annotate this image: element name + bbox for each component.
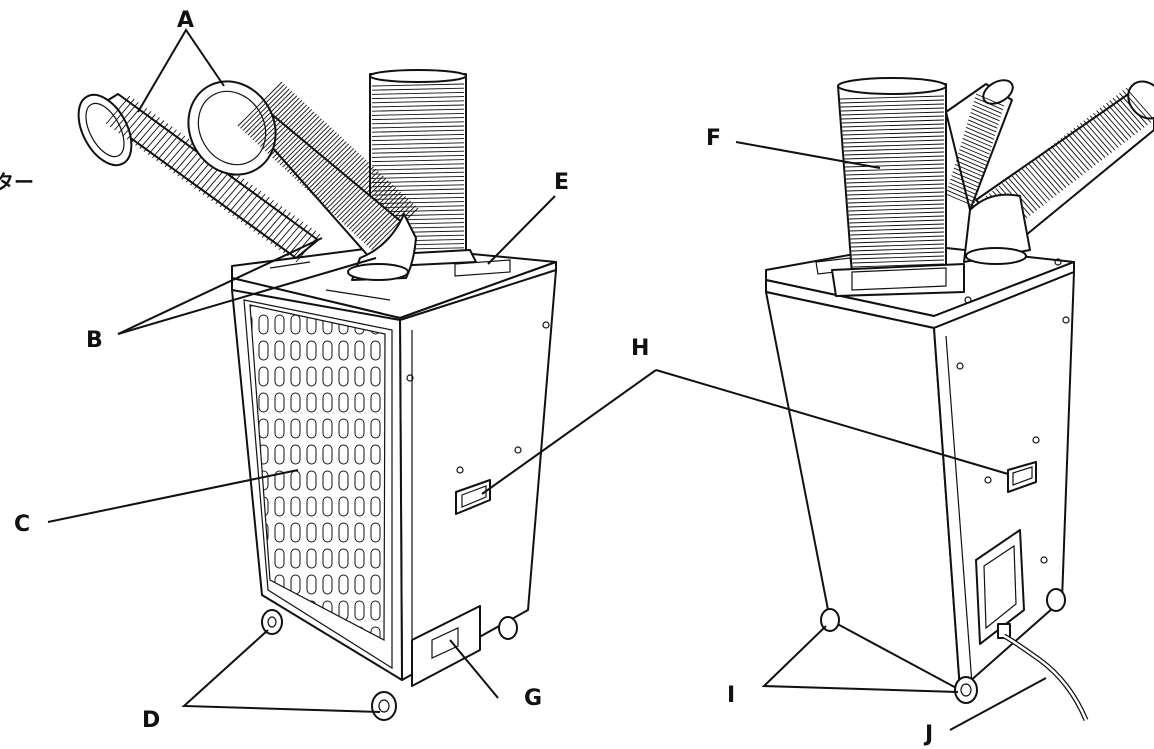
label-g: G — [524, 686, 543, 711]
leader-j — [949, 677, 1047, 731]
casters-left — [261, 609, 518, 721]
leader-a — [137, 28, 225, 113]
label-f: F — [706, 126, 722, 151]
label-j: J — [925, 722, 934, 747]
leader-h1 — [481, 369, 657, 495]
front-grille — [249, 304, 386, 641]
rear-unit — [765, 77, 1154, 721]
leader-f — [735, 141, 881, 169]
rear-panel — [765, 291, 961, 691]
label-h: H — [631, 336, 650, 361]
leader-i — [761, 625, 959, 693]
label-i: I — [727, 683, 736, 708]
leader-e — [487, 195, 556, 265]
label-d: D — [142, 708, 161, 733]
nameplate-g — [411, 605, 481, 687]
label-b: B — [86, 328, 103, 353]
label-a: A — [177, 8, 195, 33]
leader-b2 — [117, 257, 377, 335]
label-cut-text: ター — [0, 170, 34, 194]
rear-hoses — [945, 79, 1154, 265]
handle-left — [455, 479, 491, 515]
handle-right — [1007, 461, 1037, 493]
leader-h2 — [655, 369, 1009, 475]
front-unit — [77, 69, 557, 721]
label-e: E — [554, 170, 570, 195]
label-c: C — [14, 512, 31, 537]
leader-b1 — [117, 237, 323, 335]
casters-right — [820, 588, 1066, 704]
power-cord — [997, 623, 1089, 721]
hose-back — [77, 93, 321, 263]
exhaust-duct-right — [831, 77, 965, 297]
leader-lines — [47, 28, 1047, 731]
hose-front — [187, 80, 419, 281]
leader-c — [47, 469, 299, 523]
leader-d — [181, 629, 381, 713]
leader-g — [449, 639, 499, 699]
